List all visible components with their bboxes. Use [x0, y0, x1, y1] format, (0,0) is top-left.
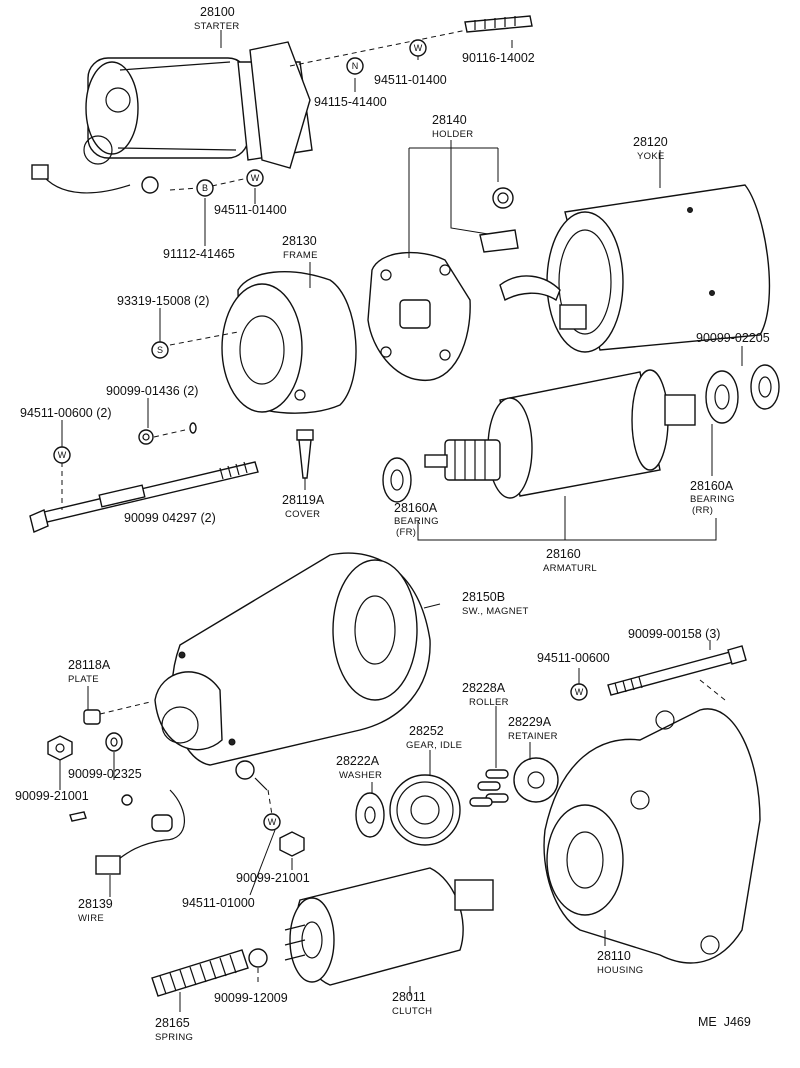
label-bearing-fr-name: BEARING: [394, 516, 439, 527]
label-washer-idle-number: 28222A: [336, 754, 380, 768]
label-washer-idle-name: WASHER: [339, 770, 382, 781]
label-bearing-rr-name: BEARING: [690, 494, 735, 505]
diagram-id: ME J469: [698, 1015, 751, 1029]
rollers-drawing: [469, 757, 559, 807]
label-spring-number: 28165: [155, 1016, 190, 1030]
label-seal-rr-number: 90099-02205: [696, 331, 770, 345]
label-washer-bolt-number: 94511-00600 (2): [20, 406, 112, 420]
label-ball-number: 90099-12009: [214, 991, 288, 1005]
starter-assembly-drawing: [31, 41, 313, 194]
leader-lines: [59, 29, 743, 1012]
stud-drawing: [464, 15, 533, 33]
marker-washer-starter: W: [246, 169, 264, 187]
label-bolt-starter-number: 91112-41465: [163, 247, 235, 261]
markers: W N B W S W W W: [53, 39, 588, 831]
switch-small-parts-drawing: [47, 709, 305, 857]
svg-text:N: N: [352, 61, 359, 71]
marker-washer-term: W: [263, 813, 281, 831]
svg-text:W: W: [58, 450, 67, 460]
label-bearing-rr-number: 28160A: [690, 479, 734, 493]
label-yoke-name: YOKE: [637, 151, 665, 162]
spring-drawing: [151, 948, 268, 997]
label-through-bolt-number: 90099 04297 (2): [124, 511, 216, 525]
label-clutch-name: CLUTCH: [392, 1006, 432, 1017]
label-washer-top-number: 94511-01400: [374, 73, 447, 87]
label-washer-sw-number: 90099-02325: [68, 767, 142, 781]
label-clutch-number: 28011: [392, 990, 426, 1004]
label-oring-number: 90099-01436 (2): [106, 384, 198, 398]
label-bearing-fr-sub: (FR): [396, 527, 416, 538]
label-gear-idle-name: GEAR, IDLE: [406, 740, 462, 751]
marker-washer-bolt: W: [53, 446, 71, 464]
label-washer-term-number: 94511-01000: [182, 896, 255, 910]
svg-text:W: W: [414, 43, 423, 53]
label-holder-number: 28140: [432, 113, 467, 127]
label-nut-top-number: 94115-41400: [314, 95, 387, 109]
label-long-bolt-number: 90099-00158 (3): [628, 627, 720, 641]
wire-drawing: [95, 789, 185, 875]
marker-nut-top: N: [346, 57, 364, 75]
label-wire-number: 28139: [78, 897, 113, 911]
label-roller-number: 28228A: [462, 681, 506, 695]
label-housing-name: HOUSING: [597, 965, 643, 976]
label-nut-sw-number: 90099-21001: [15, 789, 89, 803]
clutch-drawing: [284, 867, 494, 986]
part-labels: 28100 STARTER 90116-14002 94511-01400 94…: [15, 5, 770, 1043]
frame-drawing: [221, 271, 357, 414]
label-switch-number: 28150B: [462, 590, 505, 604]
label-plate-name: PLATE: [68, 674, 99, 685]
small-washers-drawing: [138, 422, 197, 445]
armature-drawing: [424, 369, 696, 499]
through-bolt-drawing: [29, 461, 259, 533]
marker-bolt-starter: B: [196, 179, 214, 197]
svg-text:W: W: [575, 687, 584, 697]
svg-text:W: W: [251, 173, 260, 183]
label-starter-number: 28100: [200, 5, 235, 19]
idle-gear-drawing: [355, 774, 461, 846]
label-washer-starter-number: 94511-01400: [214, 203, 287, 217]
label-cover-number: 28119A: [282, 493, 325, 507]
label-roller-name: ROLLER: [469, 697, 509, 708]
bearings-drawing: [382, 364, 780, 503]
label-retainer-number: 28229A: [508, 715, 552, 729]
label-armature-name: ARMATURL: [543, 563, 597, 574]
label-spring-name: SPRING: [155, 1032, 193, 1043]
label-housing-number: 28110: [597, 949, 631, 963]
label-stud-number: 90116-14002: [462, 51, 535, 65]
label-nut-term-number: 90099-21001: [236, 871, 310, 885]
label-holder-name: HOLDER: [432, 129, 473, 140]
svg-text:W: W: [268, 817, 277, 827]
label-bearing-fr-number: 28160A: [394, 501, 438, 515]
long-bolt-drawing: [607, 645, 747, 696]
svg-text:B: B: [202, 183, 208, 193]
marker-screw-frame: S: [151, 341, 169, 359]
label-yoke-number: 28120: [633, 135, 668, 149]
label-bearing-rr-sub: (RR): [692, 505, 713, 516]
label-cover-name: COVER: [285, 509, 320, 520]
magnet-switch-drawing: [154, 552, 431, 791]
label-armature-number: 28160: [546, 547, 581, 561]
label-wire-name: WIRE: [78, 913, 104, 924]
housing-drawing: [543, 708, 761, 964]
label-starter-name: STARTER: [194, 21, 240, 32]
holder-drawing: [367, 187, 519, 381]
label-gear-idle-number: 28252: [409, 724, 444, 738]
marker-washer-top: W: [409, 39, 427, 57]
label-retainer-name: RETAINER: [508, 731, 558, 742]
label-switch-name: SW., MAGNET: [462, 606, 529, 617]
yoke-drawing: [499, 184, 771, 353]
label-frame-number: 28130: [282, 234, 317, 248]
cover-drawing: [296, 429, 314, 479]
part-drawings: [29, 15, 780, 997]
marker-washer-housing: W: [570, 683, 588, 701]
label-frame-name: FRAME: [283, 250, 318, 261]
label-washer-housing-number: 94511-00600: [537, 651, 610, 665]
label-screw-frame-number: 93319-15008 (2): [117, 294, 209, 308]
svg-text:S: S: [157, 345, 163, 355]
label-plate-number: 28118A: [68, 658, 111, 672]
